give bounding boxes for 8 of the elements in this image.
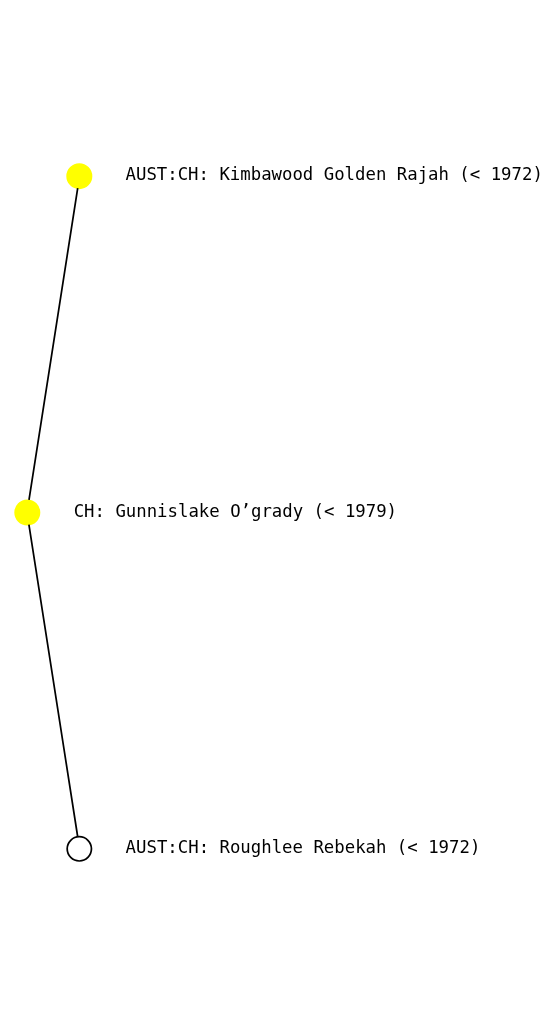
node-label: CH: Gunnislake O’grady (< 1979) — [73, 500, 398, 521]
node-circle — [66, 162, 93, 189]
connector — [28, 186, 79, 501]
node-circle — [66, 835, 93, 862]
connector — [28, 523, 79, 837]
node-label: AUST:CH: Kimbawood Golden Rajah (< 1972) — [125, 163, 543, 184]
node-label: AUST:CH: Roughlee Rebekah (< 1972) — [125, 836, 481, 857]
node-circle — [14, 499, 41, 525]
